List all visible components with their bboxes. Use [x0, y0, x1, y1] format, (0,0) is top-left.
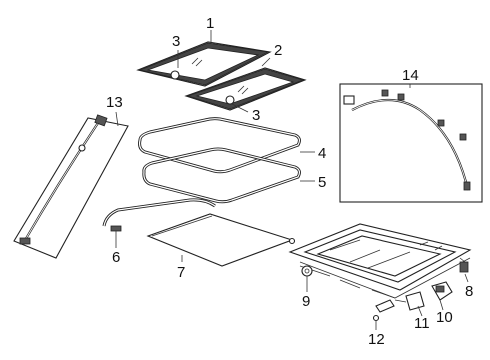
part-9-grommet [301, 265, 313, 277]
part-12-bolt [372, 299, 395, 322]
part-13-drain-hose-box [13, 114, 129, 259]
callout-3-lower: 3 [252, 107, 260, 124]
callout-2: 2 [274, 42, 282, 59]
part-6-deflector [102, 198, 216, 240]
part-11-bracket [394, 291, 425, 311]
callout-7: 7 [177, 264, 185, 281]
callout-1: 1 [206, 15, 214, 32]
part-7-sunshade [146, 213, 296, 267]
callout-14: 14 [402, 67, 419, 84]
callout-11: 11 [414, 315, 430, 332]
part-5-seal [142, 147, 301, 204]
part-4-seal [138, 117, 301, 174]
callout-4: 4 [318, 145, 326, 162]
callout-12: 12 [368, 331, 385, 348]
part-8-frame-assembly [288, 223, 472, 299]
part-1-glass-panel [136, 41, 272, 87]
part-10-motor [431, 281, 453, 301]
callout-8: 8 [465, 283, 473, 300]
part-2-glass-panel [184, 67, 307, 111]
callout-10: 10 [436, 309, 453, 326]
callout-13: 13 [106, 94, 123, 111]
callout-5: 5 [318, 174, 326, 191]
leader-lines [115, 30, 469, 330]
callout-6: 6 [112, 249, 120, 266]
callout-3: 3 [172, 33, 180, 50]
callout-9: 9 [302, 293, 310, 310]
part-14-drain-hose-box [339, 83, 483, 203]
